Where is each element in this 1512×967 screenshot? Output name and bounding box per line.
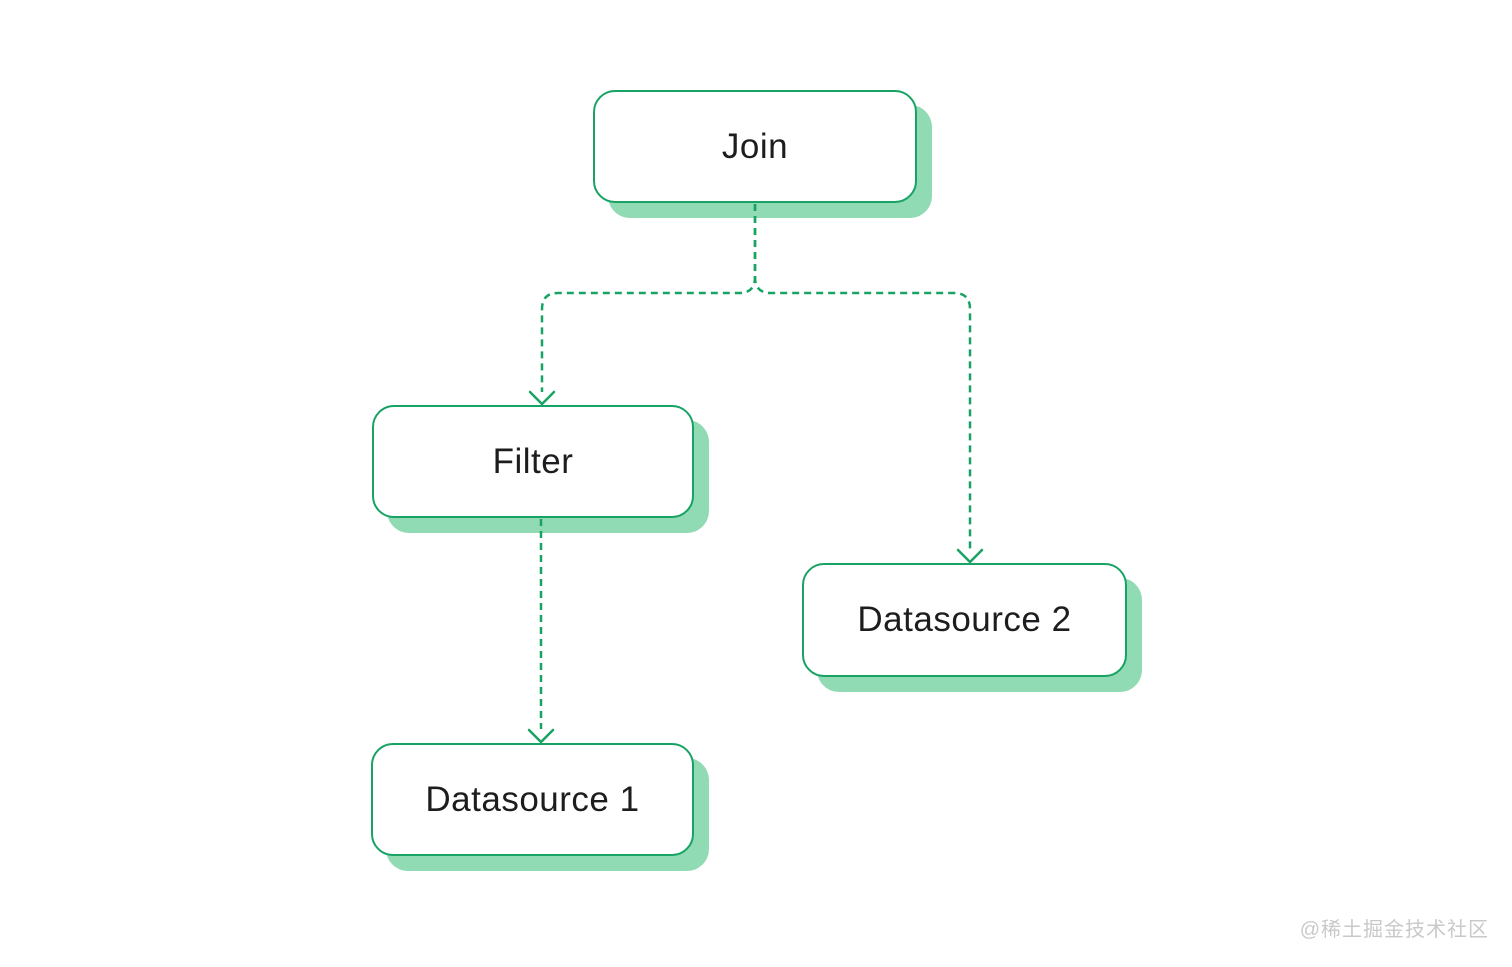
node-join-label: Join [721, 126, 789, 166]
edge-join-to-datasource2 [753, 204, 972, 549]
node-filter-label: Filter [492, 441, 574, 481]
node-datasource1-label: Datasource 1 [425, 779, 640, 819]
arrowhead-datasource1-icon [527, 728, 555, 744]
watermark: @稀土掘金技术社区 [1299, 919, 1489, 941]
node-datasource2: Datasource 2 [802, 563, 1127, 677]
node-join: Join [593, 90, 917, 203]
node-filter: Filter [372, 405, 694, 518]
arrowhead-filter-icon [528, 390, 556, 406]
node-datasource1: Datasource 1 [371, 743, 694, 856]
edge-join-to-filter [540, 204, 757, 392]
node-datasource2-label: Datasource 2 [857, 600, 1072, 639]
arrowhead-datasource2-icon [956, 548, 984, 564]
